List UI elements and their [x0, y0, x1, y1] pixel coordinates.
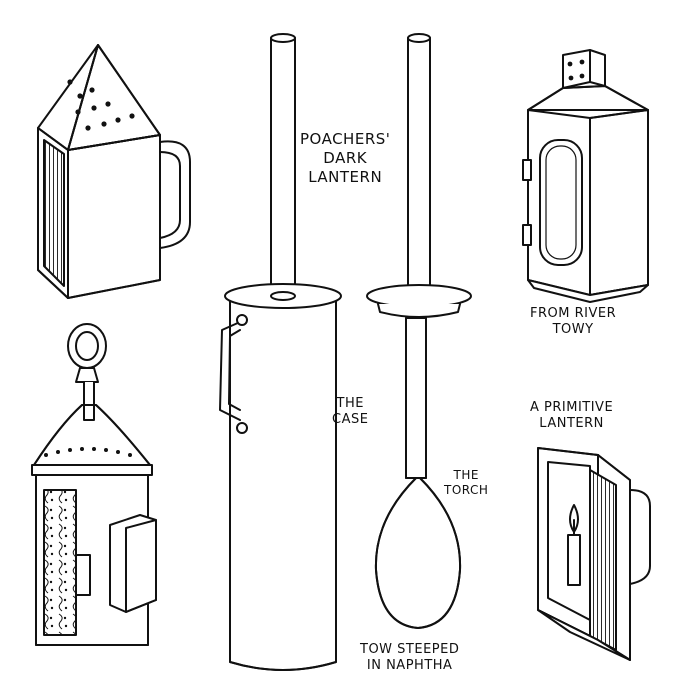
primitive-lantern-caption: A PRIMITIVE LANTERN [530, 400, 613, 433]
caption-line: LANTERN [308, 167, 383, 186]
caption-line: THE [336, 396, 364, 411]
caption-line: DARK [323, 148, 368, 167]
caption-line: TORCH [444, 483, 489, 497]
caption-line: FROM RIVER [530, 306, 617, 321]
caption-line: TOW STEEPED [360, 642, 460, 657]
tow-steeped-caption: TOW STEEPED IN NAPHTHA [360, 642, 459, 675]
the-torch-caption: THE TORCH [444, 468, 488, 498]
river-towy-lantern [522, 49, 649, 303]
caption-line: POACHERS' [300, 130, 391, 148]
pyramid-lantern [37, 44, 191, 299]
caption-line: A PRIMITIVE [530, 400, 614, 415]
caption-line: CASE [332, 412, 369, 428]
caption-line: THE [453, 468, 479, 482]
poachers-dark-lantern-caption: POACHERS' DARK LANTERN [300, 130, 390, 186]
dark-lantern-torch [366, 33, 472, 629]
ornate-lantern [31, 323, 157, 646]
dark-lantern-case [219, 33, 342, 671]
caption-line: LANTERN [539, 416, 604, 432]
from-river-towy-caption: FROM RIVER TOWY [530, 306, 616, 339]
the-case-caption: THE CASE [332, 396, 368, 429]
caption-line: IN NAPHTHA [366, 658, 453, 674]
primitive-lantern [537, 447, 651, 661]
caption-line: TOWY [552, 322, 594, 338]
